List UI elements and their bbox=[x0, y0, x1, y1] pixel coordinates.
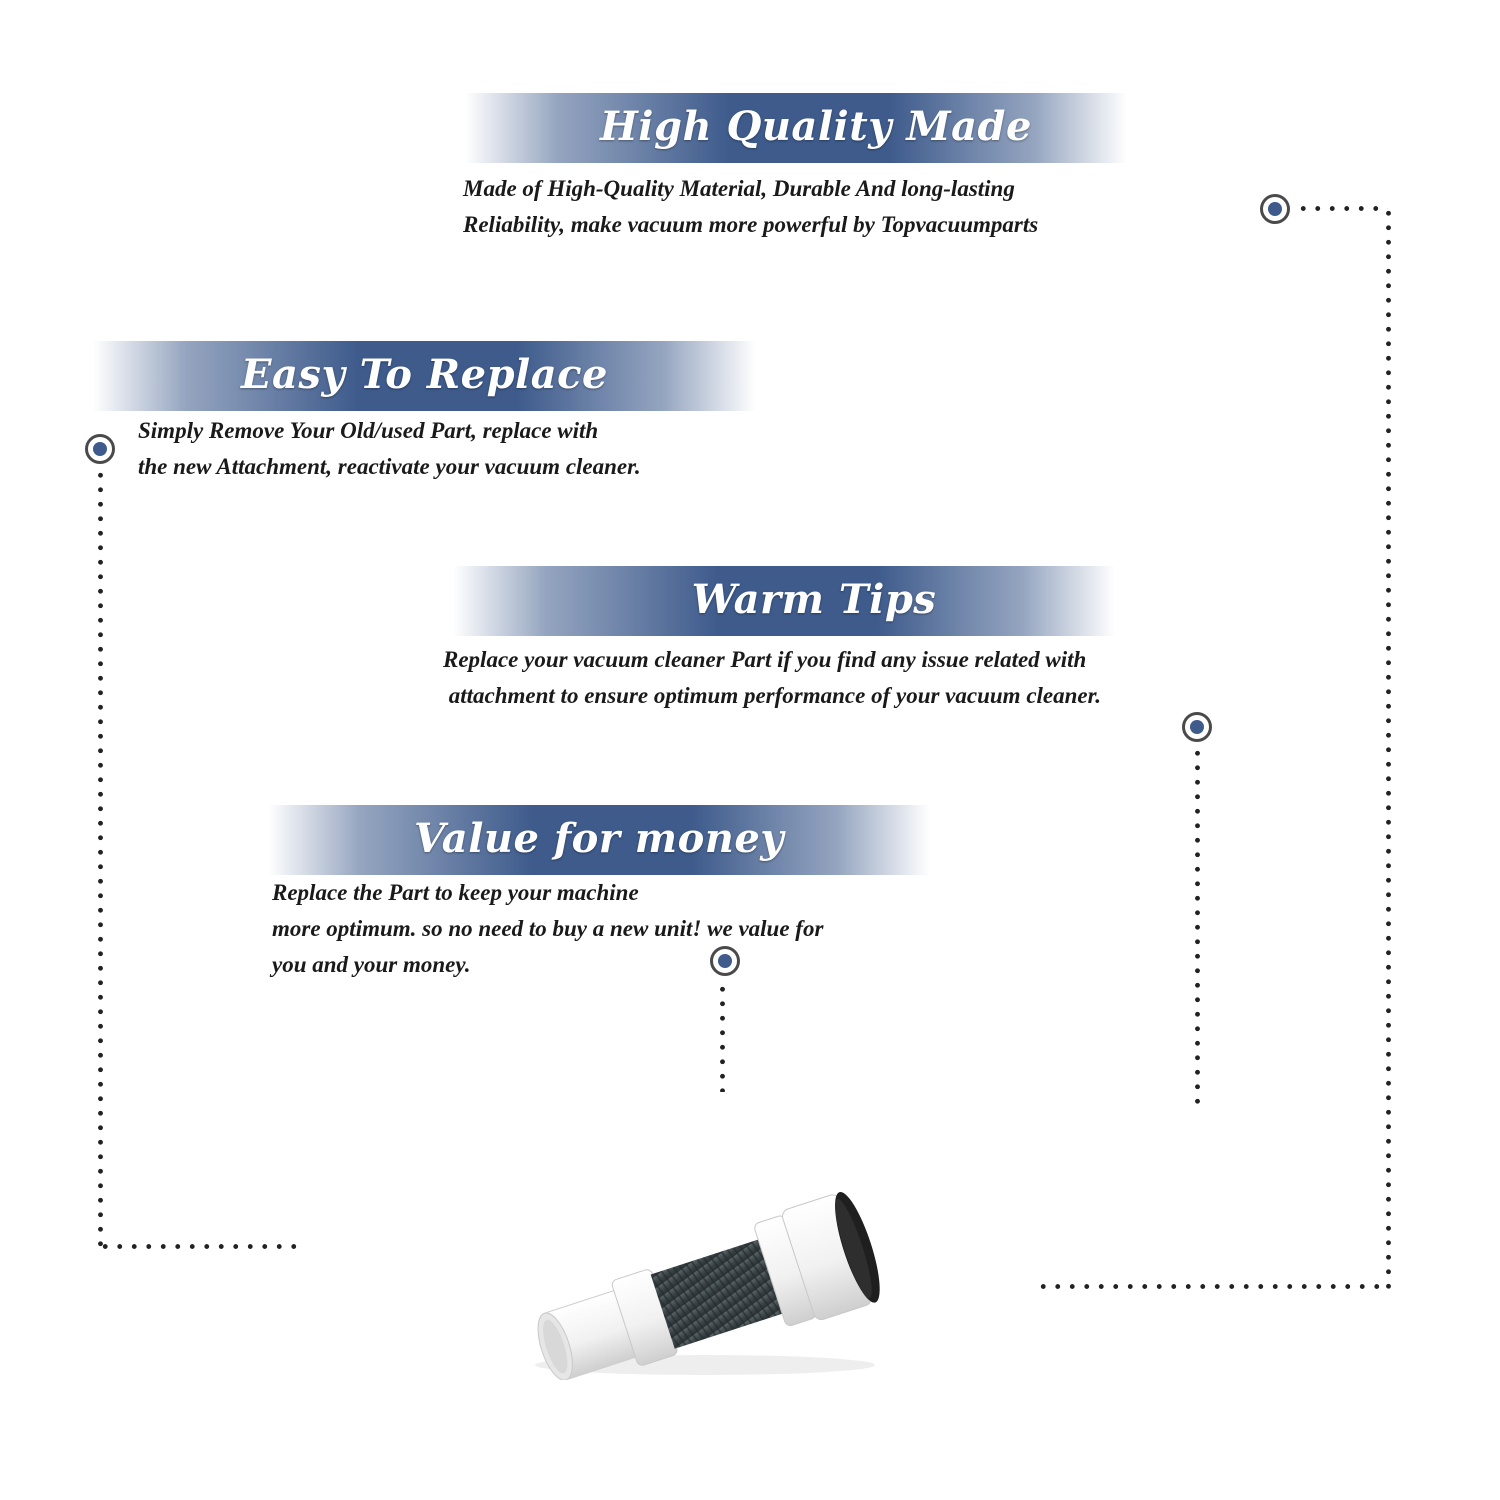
desc-line: Reliability, make vacuum more powerful b… bbox=[463, 212, 1039, 237]
section-title-value-money: Value for money bbox=[413, 815, 785, 862]
section-title-easy-replace: Easy To Replace bbox=[241, 351, 608, 398]
section-title-high-quality: High Quality Made bbox=[600, 103, 1032, 150]
dotted-connector bbox=[1296, 206, 1388, 211]
banner-easy-replace: Easy To Replace bbox=[93, 341, 756, 411]
desc-line: Made of High-Quality Material, Durable A… bbox=[463, 176, 1015, 201]
desc-line: the new Attachment, reactivate your vacu… bbox=[138, 454, 641, 479]
dotted-connector bbox=[98, 468, 103, 1250]
banner-warm-tips: Warm Tips bbox=[453, 566, 1115, 636]
banner-high-quality: High Quality Made bbox=[465, 93, 1127, 163]
target-marker-icon bbox=[1260, 194, 1290, 224]
dotted-connector bbox=[98, 1244, 298, 1249]
dotted-connector bbox=[1195, 746, 1200, 1108]
dotted-connector bbox=[1036, 1284, 1390, 1289]
section-desc-easy-replace: Simply Remove Your Old/used Part, replac… bbox=[138, 413, 641, 485]
section-desc-high-quality: Made of High-Quality Material, Durable A… bbox=[463, 171, 1038, 243]
dotted-connector bbox=[720, 982, 725, 1092]
desc-line: you and your money. bbox=[272, 952, 471, 977]
section-desc-value-money: Replace the Part to keep your machine mo… bbox=[272, 875, 823, 983]
section-title-warm-tips: Warm Tips bbox=[691, 576, 937, 623]
desc-line: more optimum. so no need to buy a new un… bbox=[272, 916, 824, 941]
desc-line: attachment to ensure optimum performance… bbox=[443, 683, 1102, 708]
banner-value-money: Value for money bbox=[268, 805, 930, 875]
dotted-connector bbox=[1386, 206, 1391, 1290]
target-marker-icon bbox=[1182, 712, 1212, 742]
desc-line: Replace the Part to keep your machine bbox=[272, 880, 639, 905]
desc-line: Replace your vacuum cleaner Part if you … bbox=[443, 647, 1087, 672]
section-desc-warm-tips: Replace your vacuum cleaner Part if you … bbox=[443, 642, 1101, 714]
vacuum-hose-attachment-image bbox=[535, 1191, 880, 1380]
desc-line: Simply Remove Your Old/used Part, replac… bbox=[138, 418, 599, 443]
target-marker-icon bbox=[710, 946, 740, 976]
target-marker-icon bbox=[85, 434, 115, 464]
